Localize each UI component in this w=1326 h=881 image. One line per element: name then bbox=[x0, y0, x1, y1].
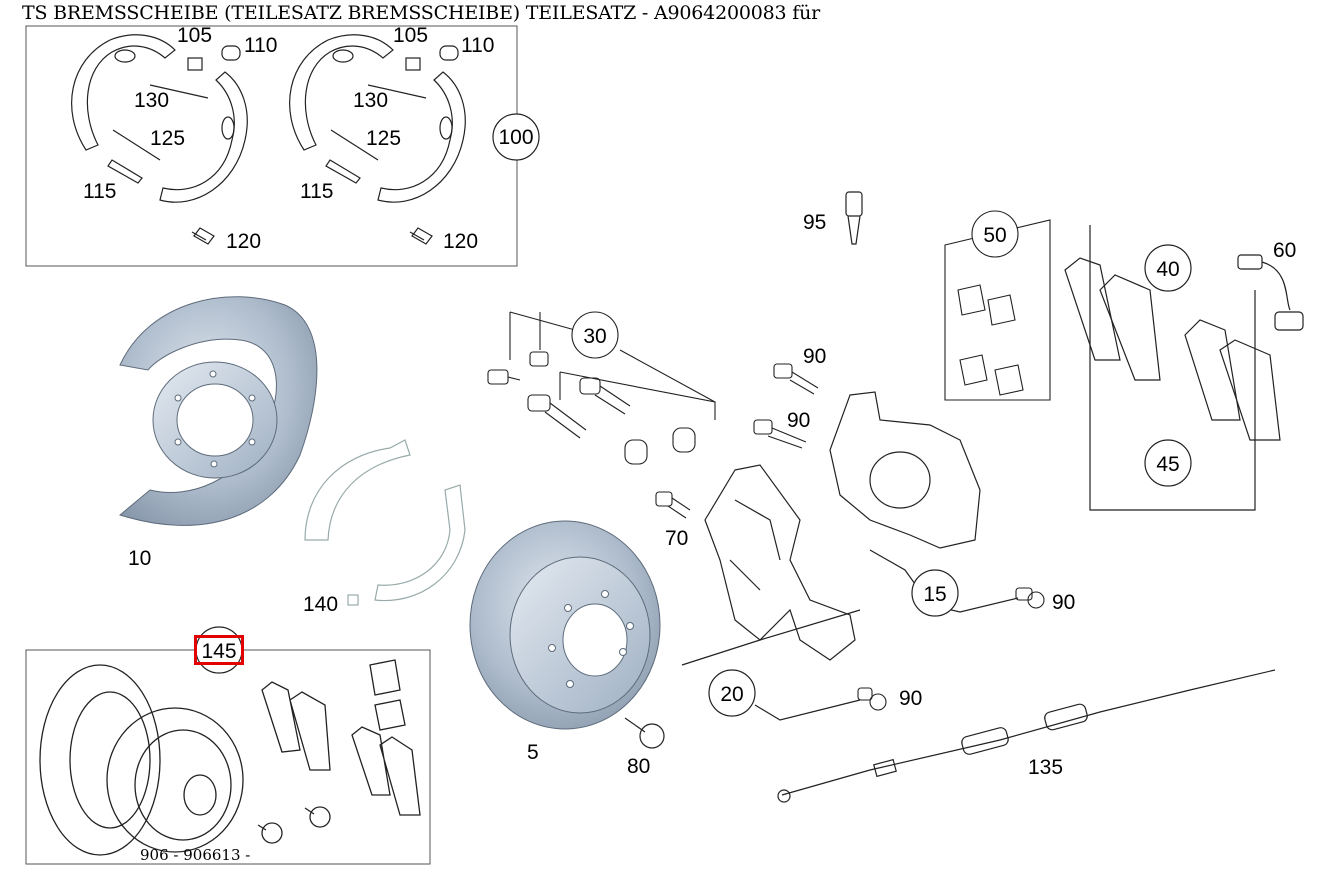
callout-circle-100[interactable] bbox=[492, 113, 540, 161]
label-135: 135 bbox=[1028, 756, 1063, 779]
callout-145[interactable]: 145 bbox=[201, 640, 236, 663]
callout-45[interactable]: 45 bbox=[1156, 453, 1179, 476]
label-110-left: 110 bbox=[244, 34, 277, 57]
sensor-95: 95 bbox=[803, 191, 863, 245]
brake-disc: 5 bbox=[469, 520, 661, 764]
bolt-80: 80 bbox=[624, 717, 665, 778]
label-10: 10 bbox=[128, 547, 151, 570]
label-130-left: 130 bbox=[134, 89, 169, 112]
clip-kit: 50 bbox=[944, 210, 1051, 401]
callout-20[interactable]: 20 bbox=[720, 683, 743, 706]
label-60: 60 bbox=[1273, 239, 1296, 262]
disc-kit-group: 145 bbox=[25, 626, 431, 865]
parking-cable: 135 bbox=[777, 669, 1276, 803]
footer-model-range: 906 - 906613 - bbox=[140, 846, 251, 864]
callout-30[interactable]: 30 bbox=[583, 325, 606, 348]
label-80: 80 bbox=[627, 755, 650, 778]
shoe-kit-group: 105 110 130 125 115 120 105 110 130 125 … bbox=[25, 24, 540, 267]
label-120-right: 120 bbox=[443, 230, 478, 253]
callout-15[interactable]: 15 bbox=[923, 583, 946, 606]
page-title: TS BREMSSCHEIBE (TEILESATZ BREMSSCHEIBE)… bbox=[22, 2, 820, 24]
guide-pin-group: 30 bbox=[487, 311, 716, 465]
label-115-left: 115 bbox=[83, 180, 116, 203]
label-5: 5 bbox=[527, 741, 539, 764]
label-90-bottom: 90 bbox=[899, 687, 922, 710]
label-90-top: 90 bbox=[803, 345, 826, 368]
wear-sensor-60: 60 bbox=[1237, 239, 1304, 331]
label-125-left: 125 bbox=[150, 127, 185, 150]
callout-100[interactable]: 100 bbox=[498, 126, 533, 149]
caliper-bracket: 20 bbox=[681, 464, 861, 721]
caliper: 15 bbox=[829, 391, 1019, 617]
label-90-mid: 90 bbox=[787, 409, 810, 432]
callout-40[interactable]: 40 bbox=[1156, 258, 1179, 281]
label-130-right: 130 bbox=[353, 89, 388, 112]
backing-plate: 10 bbox=[118, 296, 318, 570]
callout-50[interactable]: 50 bbox=[983, 224, 1006, 247]
label-125-right: 125 bbox=[366, 127, 401, 150]
label-105-left: 105 bbox=[177, 24, 212, 47]
label-115-right: 115 bbox=[300, 180, 333, 203]
label-90-right: 90 bbox=[1052, 591, 1075, 614]
parking-brake-shoes: 140 bbox=[303, 439, 466, 616]
label-105-right: 105 bbox=[393, 24, 428, 47]
label-110-right: 110 bbox=[461, 34, 494, 57]
highlight-frame-145 bbox=[194, 635, 244, 665]
bolts-group: 90 90 90 90 70 bbox=[655, 345, 1075, 711]
brake-pads: 40 45 bbox=[1064, 225, 1281, 511]
label-95: 95 bbox=[803, 211, 826, 234]
label-140: 140 bbox=[303, 593, 338, 616]
label-120-left: 120 bbox=[226, 230, 261, 253]
label-70: 70 bbox=[665, 527, 688, 550]
